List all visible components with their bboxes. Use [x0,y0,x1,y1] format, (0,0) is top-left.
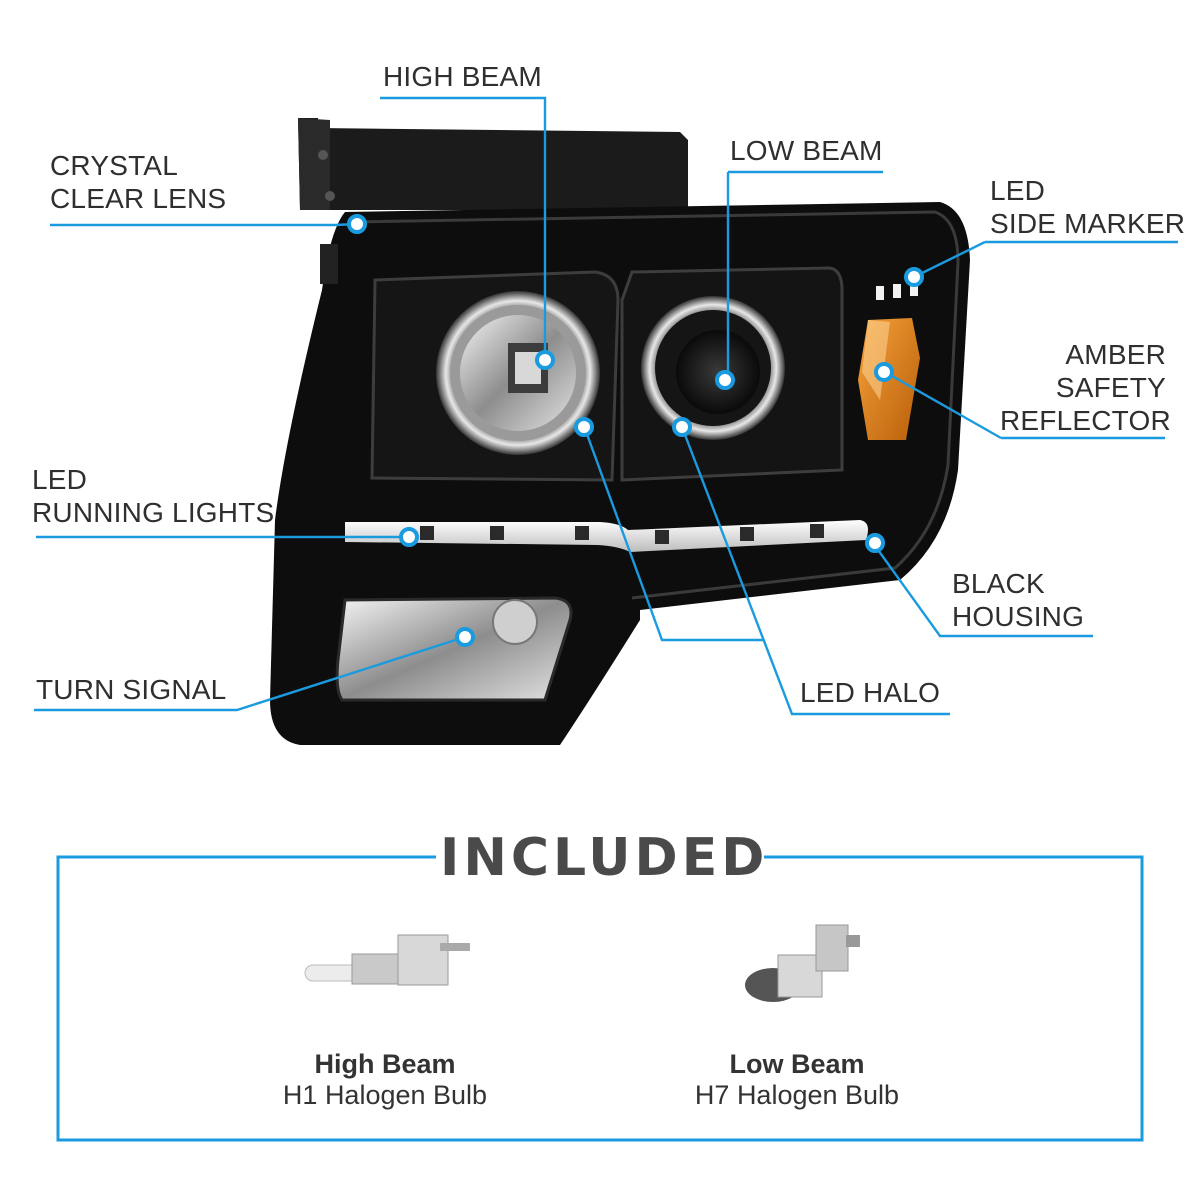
bulb-type: H1 Halogen Bulb [282,1080,488,1110]
turn-signal-chamber [335,596,573,702]
high-beam-dot [535,350,555,370]
label-line: LED [990,175,1046,206]
label-amber-safety-reflector: AMBER SAFETY REFLECTOR [1000,338,1171,437]
label-line: LED [32,464,88,495]
crystal-lens-dot [347,214,367,234]
included-box [56,855,1144,1142]
label-line: REFLECTOR [1000,405,1171,436]
turn-signal-dot [455,627,475,647]
halo-dot-right [672,417,692,437]
callout-dots [347,214,924,647]
high-beam-chamber [370,270,620,482]
callout-lines [34,96,1178,716]
bulb-caption-high-beam: High Beam H1 Halogen Bulb [250,1049,520,1111]
label-line: CRYSTAL [50,150,178,181]
label-line: CLEAR LENS [50,183,227,214]
mounting-bracket [298,118,688,210]
h7-bulb-icon [745,924,860,1002]
bulb-caption-low-beam: Low Beam H7 Halogen Bulb [662,1049,932,1111]
label-low-beam: LOW BEAM [730,134,883,167]
label-led-halo-text: LED HALO [800,677,941,708]
label-turn-signal-text: TURN SIGNAL [36,674,227,705]
led-strip [345,520,868,552]
low-beam-dot [715,370,735,390]
halo-dot-left [574,417,594,437]
label-line: BLACK [952,568,1045,599]
included-title: INCLUDED [440,828,769,888]
amber-dot [874,362,894,382]
label-line: HOUSING [952,601,1085,632]
bulb-name: High Beam [314,1049,456,1079]
side-marker-dot [904,267,924,287]
label-line: SAFETY [1055,372,1166,403]
running-lights-dot [399,527,419,547]
bulb-name: Low Beam [729,1049,865,1079]
label-led-halo: LED HALO [800,676,940,709]
label-led-side-marker: LED SIDE MARKER [990,174,1185,240]
label-line: SIDE MARKER [990,208,1186,239]
label-high-beam-text: HIGH BEAM [383,61,542,92]
h1-bulb-icon [304,934,470,986]
label-line: AMBER [1065,339,1166,370]
label-low-beam-text: LOW BEAM [730,135,883,166]
label-led-running-lights: LED RUNNING LIGHTS [32,463,274,529]
bulb-type: H7 Halogen Bulb [694,1080,900,1110]
label-high-beam: HIGH BEAM [383,60,542,93]
label-line: RUNNING LIGHTS [32,497,275,528]
label-turn-signal: TURN SIGNAL [36,673,226,706]
label-crystal-clear-lens: CRYSTAL CLEAR LENS [50,149,226,215]
label-black-housing: BLACK HOUSING [952,567,1084,633]
black-housing-dot [865,533,885,553]
